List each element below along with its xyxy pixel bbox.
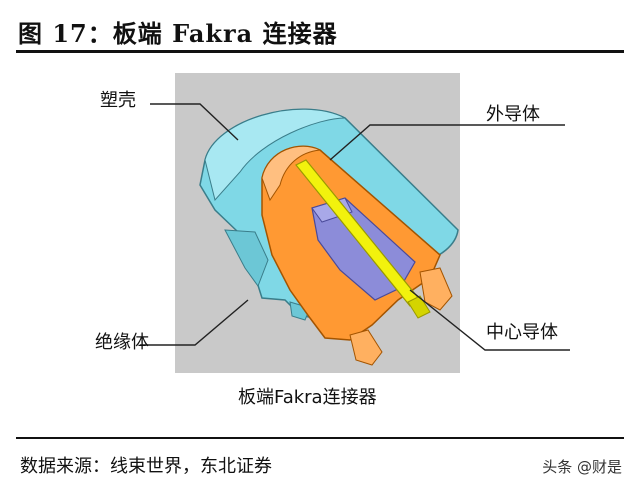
leader-outer-conductor: [329, 124, 565, 161]
title-rule: [16, 50, 624, 53]
figure-caption: 板端Fakra连接器: [238, 387, 377, 408]
label-center-conductor: 中心导体: [486, 322, 558, 343]
watermark: 头条 @财是: [542, 458, 622, 476]
data-source: 数据来源：线束世界，东北证券: [20, 456, 272, 477]
leader-insulator: [140, 299, 249, 346]
leader-lines: [140, 103, 570, 351]
leader-center-conductor: [409, 289, 570, 351]
label-shell: 塑壳: [100, 90, 136, 111]
leader-shell: [150, 103, 239, 141]
label-outer-conductor: 外导体: [486, 104, 540, 125]
footer-rule: [16, 437, 624, 439]
label-insulator: 绝缘体: [95, 332, 149, 353]
figure-title: 图 17：板端 Fakra 连接器: [18, 19, 338, 48]
center-conductor: [295, 159, 431, 319]
